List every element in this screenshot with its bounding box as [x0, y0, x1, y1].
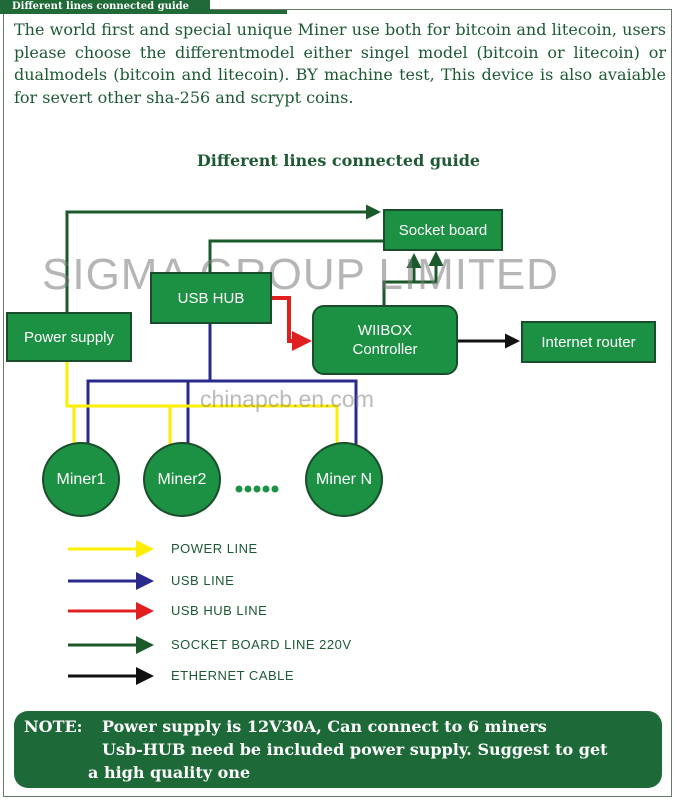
legend-ethernet-cable: ETHERNET CABLE: [171, 668, 295, 683]
minerN-node: Miner N: [305, 442, 383, 517]
controller-label-line2: Controller: [352, 341, 418, 358]
tab-underline: [210, 10, 287, 14]
usb-hub-node: USB HUB: [150, 272, 272, 324]
legend-power-line: POWER LINE: [171, 541, 258, 556]
power-line-bus: [65, 360, 339, 444]
miner1-node: Miner1: [42, 442, 120, 517]
usb-line-mN: [210, 379, 358, 444]
note-box: NOTE: Power supply is 12V30A, Can connec…: [14, 711, 662, 788]
socket-line-power: [65, 204, 381, 314]
power-supply-node: Power supply: [6, 312, 132, 362]
watermark-chinapcb: chinapcb.en.com: [200, 386, 374, 412]
legend-usb-hub-line: USB HUB LINE: [171, 603, 268, 618]
socket-line-controller-2: [384, 251, 444, 284]
legend-usb-line: USB LINE: [171, 573, 235, 588]
legend-socket-board-line: SOCKET BOARD LINE 220V: [171, 637, 352, 652]
usb-hub-line: [272, 296, 312, 351]
usb-line-bus: [86, 324, 212, 444]
miner2-node: Miner2: [143, 442, 221, 517]
socket-board-node: Socket board: [383, 209, 503, 251]
controller-label-line1: WIIBOX: [357, 322, 413, 339]
note-label: NOTE:: [24, 717, 83, 736]
page-frame: [3, 9, 672, 797]
ellipsis-dots: [235, 485, 279, 493]
note-line3: a high quality one: [88, 763, 251, 782]
note-line1: Power supply is 12V30A, Can connect to 6…: [102, 717, 547, 736]
internet-router-node: Internet router: [521, 321, 656, 363]
diagram-title: Different lines connected guide: [196, 151, 481, 170]
note-line2: Usb-HUB need be included power supply. S…: [102, 740, 608, 759]
legend-arrows: [68, 540, 154, 685]
wiibox-controller-node: WIIBOX Controller: [312, 305, 458, 375]
socket-line-hub: [208, 239, 383, 272]
watermark-sigma: SIGMA GROUP LIMITED: [42, 250, 559, 299]
section-tab: Different lines connected guide: [0, 0, 210, 14]
intro-paragraph: The world first and special unique Miner…: [14, 20, 666, 107]
